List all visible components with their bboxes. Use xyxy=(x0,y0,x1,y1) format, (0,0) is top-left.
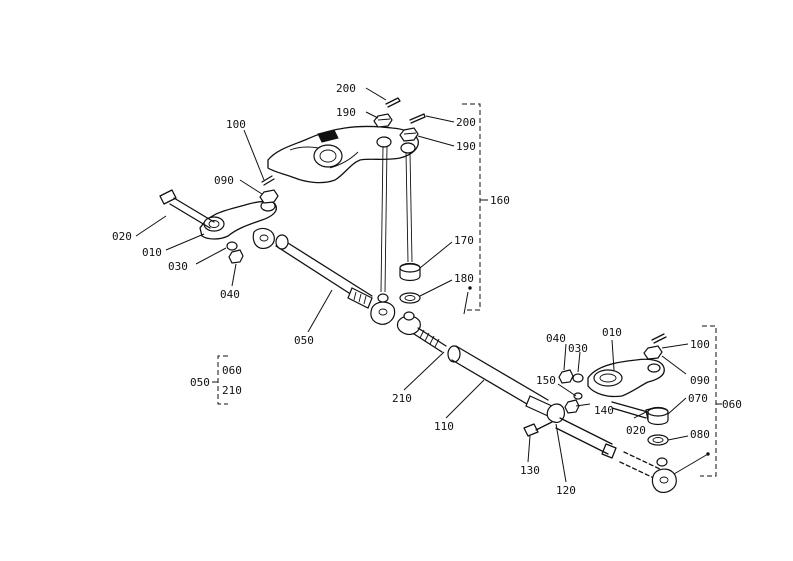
nut-040-right xyxy=(558,369,574,384)
washer-030-right xyxy=(572,373,584,383)
bracket-060 xyxy=(700,325,717,477)
washer-030-left xyxy=(226,241,238,251)
label-160: 160 xyxy=(490,194,510,207)
washer-080 xyxy=(647,434,669,446)
label-020-right: 020 xyxy=(626,424,646,437)
label-090-right: 090 xyxy=(690,374,710,387)
tie-rod-end-right-outer xyxy=(651,457,677,493)
label-180: 180 xyxy=(454,272,474,285)
label-200-top: 200 xyxy=(336,82,356,95)
bushing-170 xyxy=(399,262,421,282)
label-090-left: 090 xyxy=(214,174,234,187)
nut-090-right xyxy=(643,345,663,360)
label-200-right: 200 xyxy=(456,116,476,129)
label-110: 110 xyxy=(434,420,454,433)
label-120: 120 xyxy=(556,484,576,497)
tie-rod-tube-right xyxy=(555,417,663,481)
label-190-top: 190 xyxy=(336,106,356,119)
nut-090-left xyxy=(259,189,279,204)
label-190-right: 190 xyxy=(456,140,476,153)
bolt-130 xyxy=(523,421,553,437)
tie-rod-end-left-outer xyxy=(252,227,275,249)
label-210-group: 210 xyxy=(222,384,242,397)
label-040-right: 040 xyxy=(546,332,566,345)
tie-rod-050 xyxy=(275,234,373,309)
washer-180 xyxy=(399,292,421,304)
bushing-070 xyxy=(647,406,669,426)
label-030-right: 030 xyxy=(568,342,588,355)
ref-dot-060 xyxy=(706,452,710,456)
center-arm xyxy=(267,125,419,184)
cotter-pin-100-left xyxy=(261,175,275,186)
nut-140 xyxy=(564,399,580,414)
label-080: 080 xyxy=(690,428,710,441)
bracket-160 xyxy=(462,103,481,311)
label-130: 130 xyxy=(520,464,540,477)
part-labels: 200 190 200 190 100 090 160 020 010 030 … xyxy=(112,82,742,497)
label-150: 150 xyxy=(536,374,556,387)
cotter-pin-100-right xyxy=(651,333,667,344)
cotter-pin-200-left xyxy=(385,97,401,108)
label-100-left: 100 xyxy=(226,118,246,131)
label-100-right: 100 xyxy=(690,338,710,351)
knuckle-arm-010-right xyxy=(587,358,665,398)
label-050: 050 xyxy=(294,334,314,347)
label-050-group: 050 xyxy=(190,376,210,389)
nut-040-left xyxy=(228,249,244,264)
label-010-right: 010 xyxy=(602,326,622,339)
tie-rod-end-left-inner xyxy=(370,293,396,325)
label-020-left: 020 xyxy=(112,230,132,243)
label-010-left: 010 xyxy=(142,246,162,259)
label-170: 170 xyxy=(454,234,474,247)
castle-nut-190-right xyxy=(399,127,419,142)
bracket-050-group xyxy=(217,355,228,405)
label-040-left: 040 xyxy=(220,288,240,301)
bolt-020-left xyxy=(159,189,215,229)
washer-150 xyxy=(573,392,583,400)
tie-rod-end-210 xyxy=(396,311,447,353)
center-arm-pivot-shafts xyxy=(380,145,413,293)
castle-nut-190-left xyxy=(373,113,393,128)
ref-dot-160 xyxy=(468,286,472,290)
label-060: 060 xyxy=(722,398,742,411)
label-030-left: 030 xyxy=(168,260,188,273)
label-060-group: 060 xyxy=(222,364,242,377)
leader-lines xyxy=(135,87,709,483)
cotter-pin-200-right xyxy=(409,113,426,124)
label-140: 140 xyxy=(594,404,614,417)
label-070: 070 xyxy=(688,392,708,405)
label-210: 210 xyxy=(392,392,412,405)
